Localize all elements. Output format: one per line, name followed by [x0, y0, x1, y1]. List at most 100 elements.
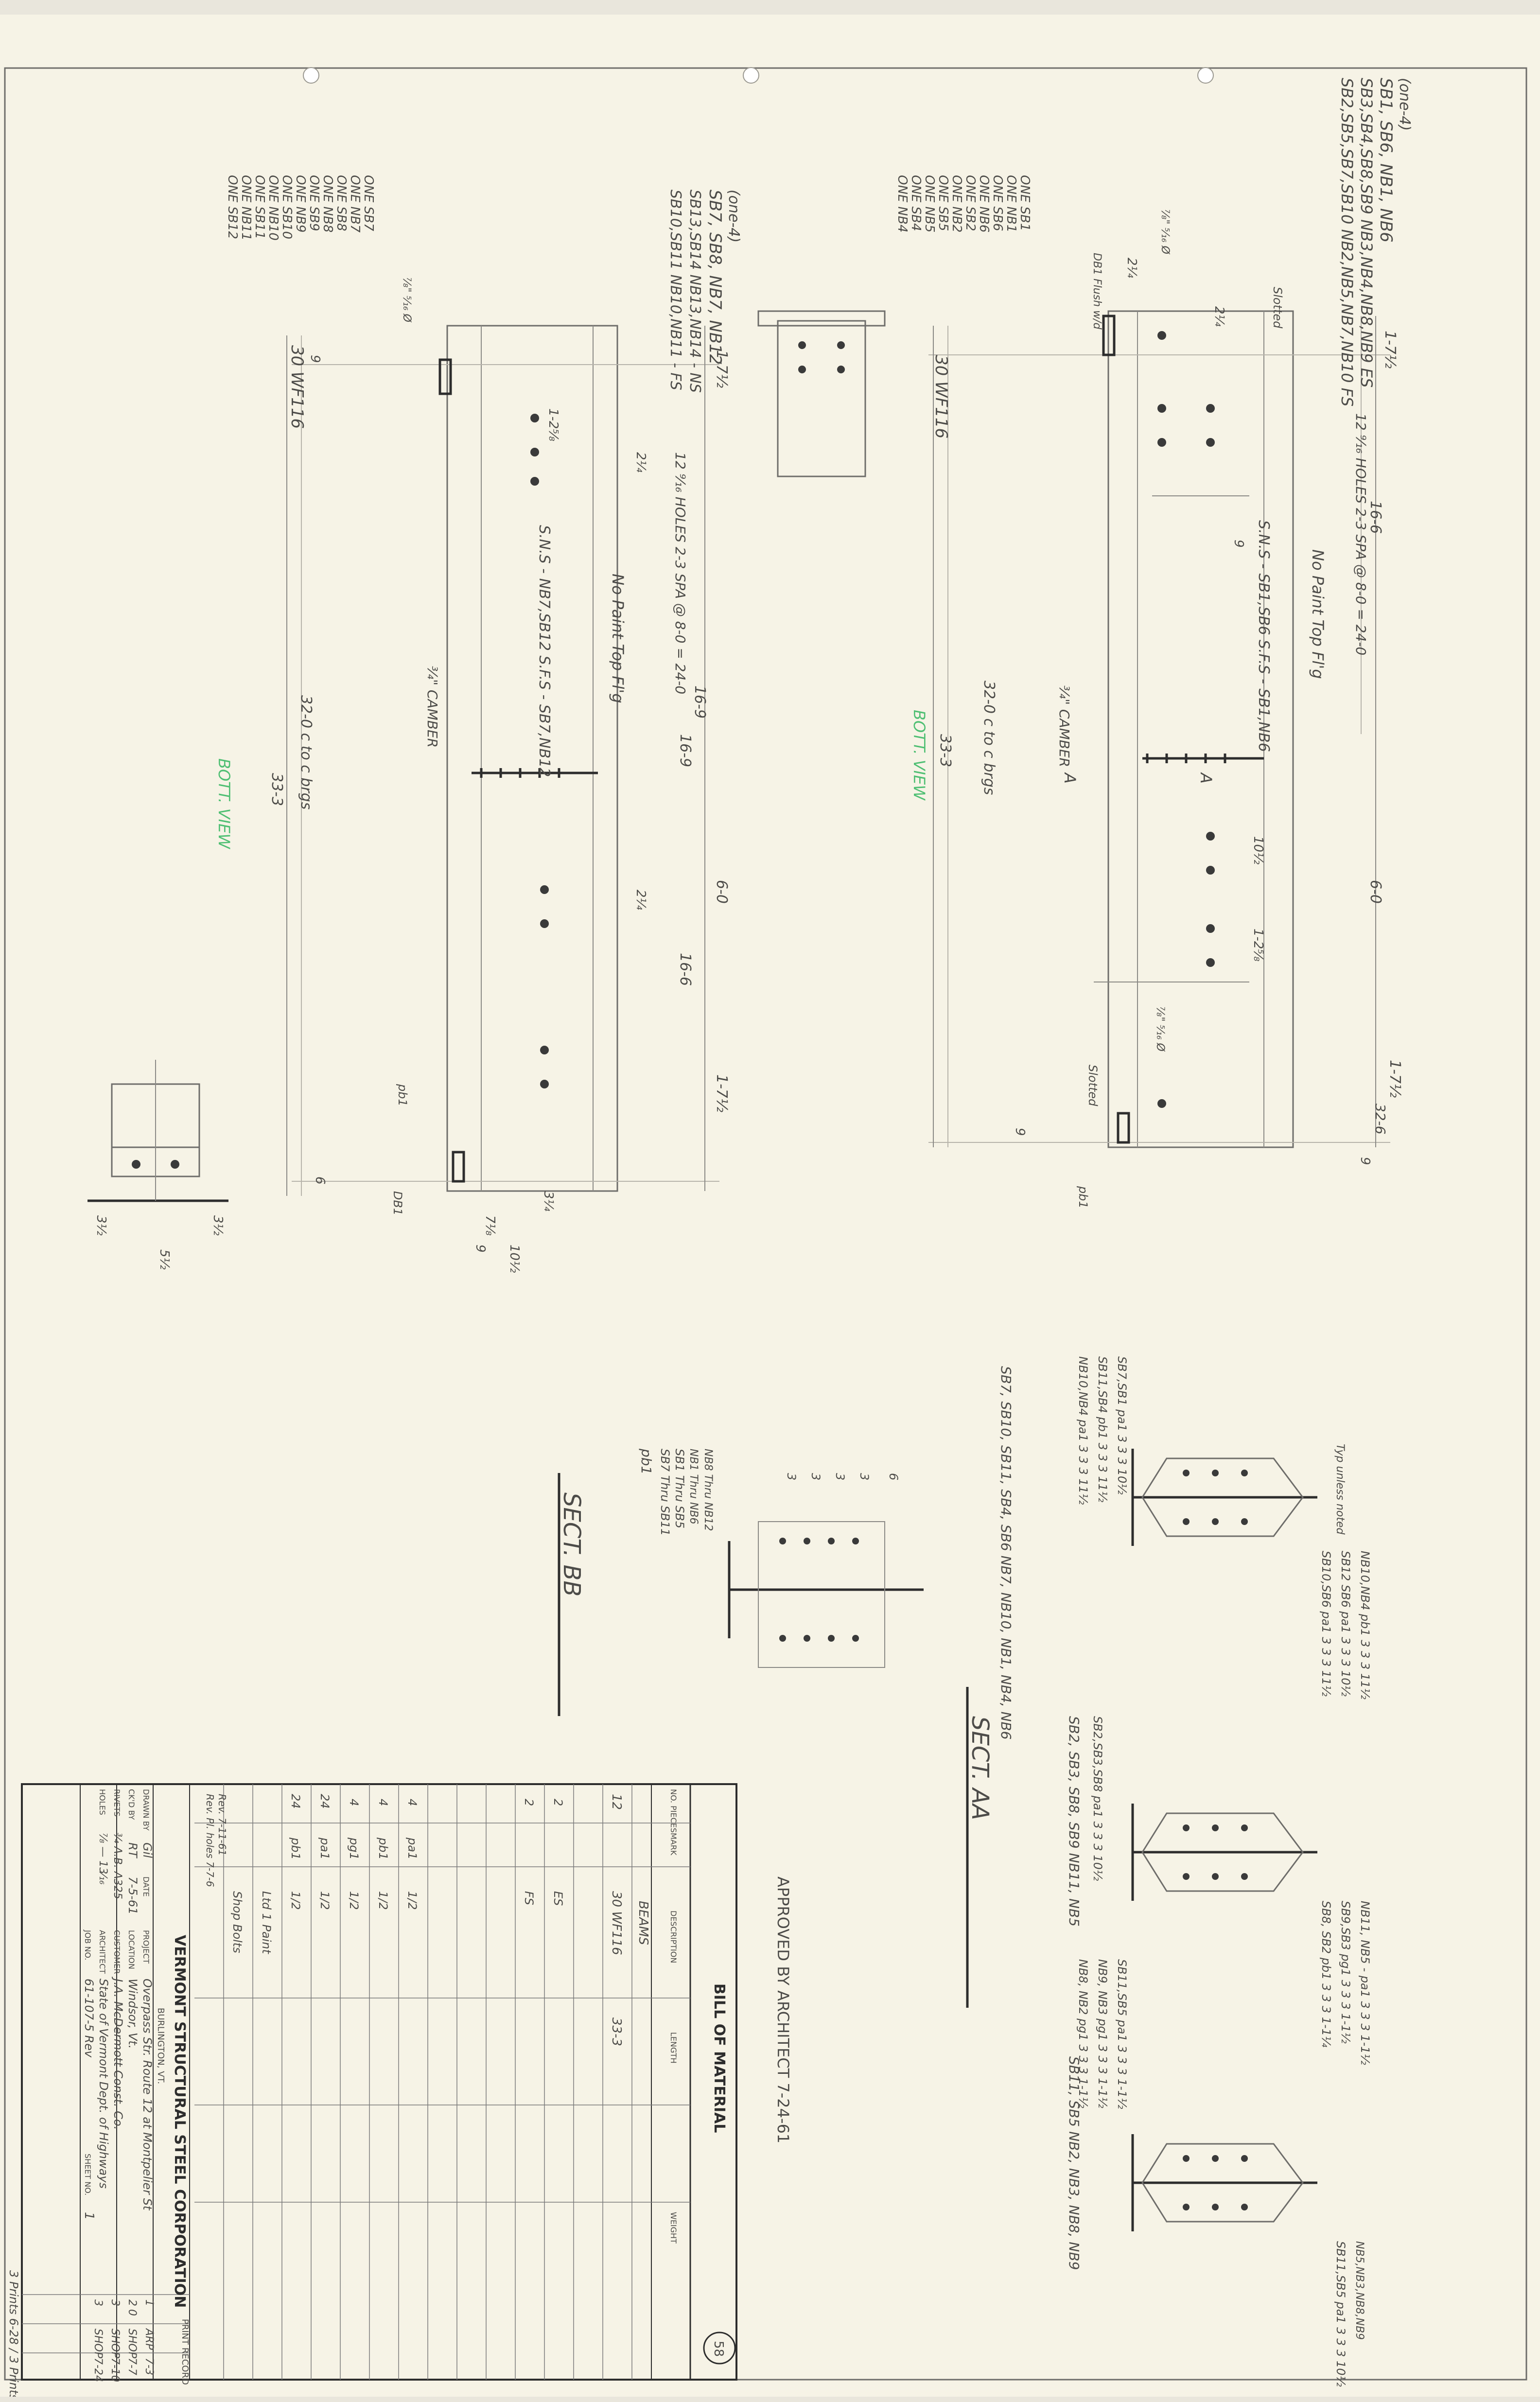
svg-text:ONE NB5: ONE NB5: [922, 175, 937, 232]
customer-value: J.A. McDermott Const. Co.: [111, 1977, 125, 2130]
corner-note: 3 Prints 6-28 / 3 Prints 8-25: [7, 2270, 20, 2397]
section-bb-tag-5: NB8 Thru NB12: [702, 1449, 714, 1531]
bom-row-8-qty: 4: [347, 1799, 361, 1806]
svg-text:ONE SB1: ONE SB1: [1017, 175, 1032, 231]
svg-text:ONE NB11: ONE NB11: [239, 175, 253, 241]
svg-text:ONE SB9: ONE SB9: [307, 175, 321, 231]
svg-text:ONE SB6: ONE SB6: [990, 175, 1005, 231]
upper-slotted-2: Slotted: [1086, 1065, 1100, 1106]
section-aa-drawing: [1131, 1449, 1317, 1546]
svg-text:7-3: 7-3: [143, 2358, 155, 2375]
upper-tag-4: DB1 Flush w/d: [1091, 253, 1103, 330]
bom-row-2-qty: 12: [609, 1794, 624, 1810]
section-aa-note-7: NB10,NB4 pb1 3 3 3 11½: [1358, 1551, 1372, 1700]
upper-view-label: BOTT. VIEW: [910, 710, 928, 801]
upper-dim-6: 33-3: [937, 734, 954, 767]
section-sb2-note-2: SB8, SB2 pb1 3 3 3 1-1¼: [1319, 1901, 1333, 2047]
bom-row-6-desc: 1/2: [405, 1891, 419, 1910]
print-record-rows: 1 ARP 7-3 2 0 SHOP 7-7 3 SHOP 7-10 3 SHO…: [92, 2299, 155, 2382]
bom-row-7-qty: 4: [376, 1799, 390, 1806]
bill-of-material-block: [21, 1783, 737, 2381]
svg-text:ONE SB2: ONE SB2: [963, 175, 978, 231]
section-aa-title: SECT. AA: [966, 1716, 994, 1820]
section-bb-tag-1: pb1: [638, 1448, 654, 1474]
svg-text:3: 3: [109, 2299, 121, 2306]
svg-text:7-7: 7-7: [126, 2358, 138, 2375]
bom-row-5-qty: 2: [522, 1799, 536, 1806]
upper-dim-1: 1-7½: [1382, 331, 1399, 368]
section-bb-tag-2: SB7 Thru SB11: [658, 1449, 672, 1536]
bom-row-11-desc: Ltd 1 Paint: [260, 1891, 273, 1955]
job-stamp: 58: [703, 2332, 736, 2365]
svg-text:ONE NB6: ONE NB6: [977, 175, 991, 232]
svg-text:SHOP: SHOP: [109, 2329, 121, 2359]
sheet-label: SHEET NO.: [83, 2154, 92, 2195]
lower-dim-2: 16-9: [691, 685, 708, 719]
lower-marks-line1: SB7, SB8, NB7, NB12: [705, 190, 725, 365]
lower-dim-1: 1-7½: [713, 350, 730, 388]
svg-text:ONE NB2: ONE NB2: [949, 175, 964, 232]
section-bb-dim-4: 3: [858, 1473, 871, 1480]
bom-row-9-mark: pa1: [318, 1837, 332, 1859]
architect-label: ARCHITECT: [98, 1930, 107, 1974]
lower-dim-8: 33-3: [268, 773, 285, 806]
section-bb-dim-1: 3: [785, 1473, 798, 1480]
bom-col-description: DESCRIPTION: [669, 1911, 678, 1963]
upper-dim-12: 2¼: [1124, 258, 1139, 278]
upper-dim-5: 32-6: [1372, 1104, 1388, 1135]
svg-text:ONE SB8: ONE SB8: [334, 175, 349, 231]
svg-text:ONE SB4: ONE SB4: [909, 175, 923, 231]
lower-marks-line2: SB13,SB14 NB13,NB14 - NS: [686, 190, 703, 393]
bill-of-material-text: BILL OF MATERIAL NO. PIECES MARK DESCRIP…: [7, 1789, 728, 2397]
bom-row-4-qty: 2: [551, 1799, 565, 1806]
lower-dim-14: 7⅛: [483, 1215, 497, 1236]
section-bb-title: SECT. BB: [558, 1492, 585, 1596]
upper-splice-note: S.N.S - SB1,SB6 S.F.S - SB1,NB6: [1255, 520, 1272, 752]
upper-tag-3: pb1: [1076, 1186, 1090, 1209]
svg-text:ONE NB7: ONE NB7: [348, 175, 362, 233]
upper-dim-9: 10½: [1251, 836, 1265, 864]
section-sb2-title: SB2, SB3, SB8, SB9 NB11, NB5: [1066, 1716, 1082, 1927]
svg-text:7-24: 7-24: [92, 2358, 104, 2382]
svg-text:ONE SB10: ONE SB10: [280, 175, 294, 239]
splice-plate-detail: [757, 310, 886, 477]
lower-dim-5: 16-6: [677, 953, 694, 986]
holes-label: HOLES: [98, 1789, 107, 1815]
section-sb11-note-3: SB11,SB5 pa1 3 3 3 1-1½: [1115, 1959, 1129, 2109]
svg-text:ONE NB4: ONE NB4: [895, 175, 910, 232]
section-sb11-note-4: SB11,SB5 pa1 3 3 3 10½: [1334, 2241, 1348, 2387]
upper-holes-note: 12 ⁹⁄₁₆ HOLES 2-3 SPA @ 8-0 = 24-0: [1353, 413, 1369, 655]
section-sb11-drawing: [1131, 2134, 1317, 2231]
bom-row-10-qty: 24: [289, 1794, 302, 1809]
bom-row-8-mark: pg1: [347, 1837, 361, 1860]
lower-dim-6: 1-7½: [713, 1074, 730, 1112]
svg-text:ONE SB5: ONE SB5: [936, 175, 950, 231]
drawing-sheet: (one-4) SB1, SB6, NB1, NB6 SB3,SB4,SB8,S…: [0, 15, 1540, 2397]
end-bearing-detail: [88, 1060, 228, 1202]
project-value: Overpass Str. Route 12 at Montpelier St: [140, 1979, 154, 2211]
bom-row-1-desc: BEAMS: [636, 1901, 650, 1945]
lower-dim-11: 2¼: [633, 890, 648, 910]
lower-camber: ¾" CAMBER: [424, 666, 440, 748]
bom-row-7-mark: pb1: [376, 1837, 390, 1860]
svg-text:ONE NB10: ONE NB10: [266, 175, 280, 241]
bom-row-9-desc: 1/2: [318, 1891, 332, 1910]
location-value: Windsor, Vt.: [126, 1979, 140, 2049]
lower-dim-4: 6-0: [713, 880, 730, 904]
section-sb11-note-5: NB5,NB3,NB8,NB9: [1353, 2241, 1365, 2340]
upper-beam-elevation: [928, 310, 1390, 1148]
section-aa-marks: SB7, SB10, SB11, SB4, SB6 NB7, NB10, NB1…: [998, 1366, 1014, 1740]
bom-row-10-desc: 1/2: [289, 1891, 302, 1910]
section-sb11-title: SB11, SB5 NB2, NB3, NB8, NB9: [1066, 2056, 1082, 2270]
section-aa-note-1: NB10,NB4 pa1 3 3 3 11½: [1076, 1356, 1090, 1505]
svg-text:7-10: 7-10: [109, 2358, 121, 2382]
svg-text:2: 2: [126, 2299, 138, 2306]
section-bb-tag-3: SB1 Thru SB5: [673, 1449, 686, 1528]
section-bb-dim-2: 3: [809, 1473, 822, 1480]
upper-marks-line2: SB3,SB4,SB8,SB9 NB3,NB4,NB8,NB9 ES: [1357, 78, 1376, 387]
job-value: 61-107-5 Rev: [82, 1979, 96, 2058]
date-label: DATE: [141, 1876, 151, 1897]
lower-splice-note: S.N.S - NB7,SB12 S.F.S - SB7,NB12: [536, 525, 553, 777]
ckd-by: RT: [126, 1842, 140, 1859]
lower-marks-line3: SB10,SB11 NB10,NB11 - FS: [667, 190, 684, 390]
